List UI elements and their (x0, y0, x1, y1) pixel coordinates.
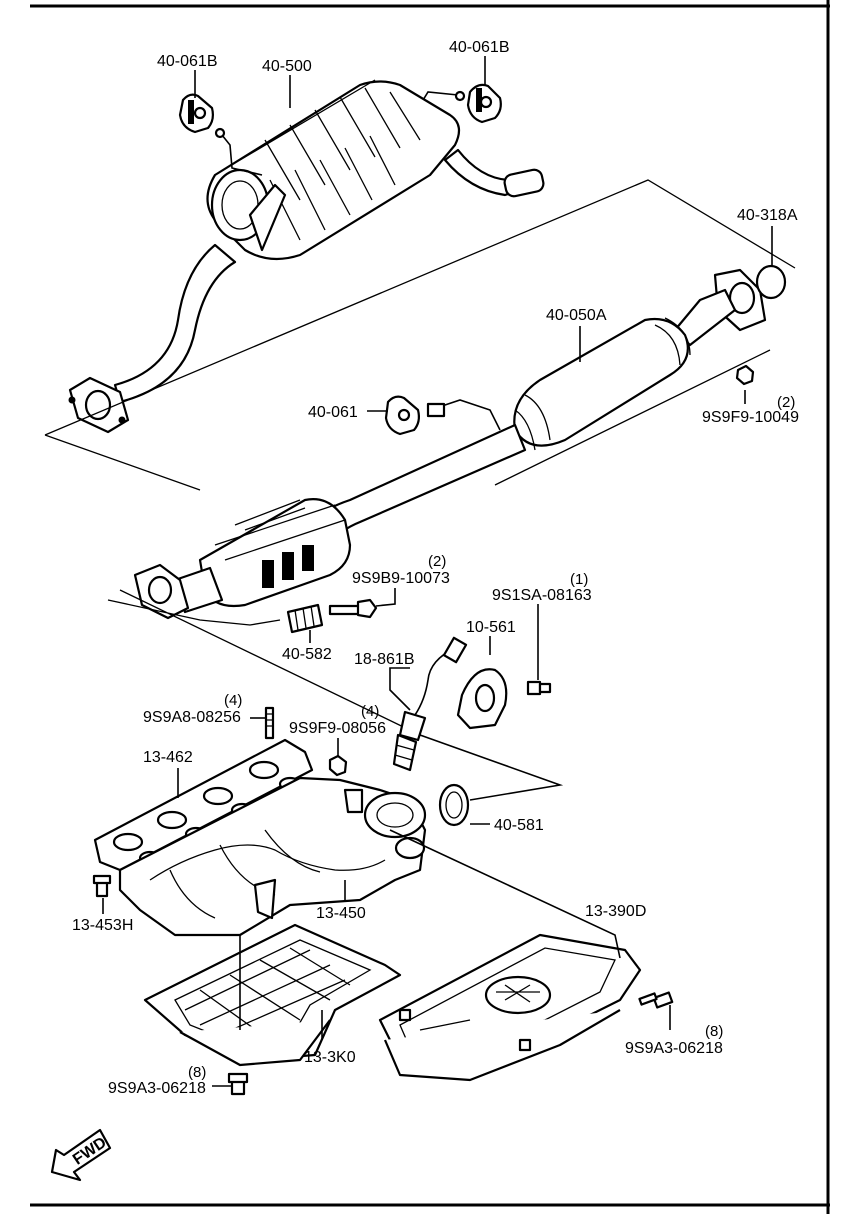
label-10-561: 10-561 (466, 619, 516, 636)
label-9s9f9-08056: 9S9F9-08056 (289, 720, 386, 737)
qty-18-861b: (4) (361, 703, 379, 720)
assembly-outline-lower (44, 349, 771, 491)
bolt-9s9a3-06218-left (227, 1072, 249, 1096)
label-9s9a3-06218-left: 9S9A3-06218 (108, 1080, 206, 1097)
label-40-500: 40-500 (262, 58, 312, 75)
qty-9s9b9-10073: (2) (428, 553, 446, 570)
gasket-40-318a (755, 264, 787, 300)
qty-9s9f9-10049: (2) (777, 394, 795, 411)
bolt-9s1sa-08163 (526, 680, 552, 696)
assembly-outline-upper (44, 179, 796, 436)
hanger-40-061b-right (466, 83, 502, 124)
o2-sensor-18-861b (392, 636, 468, 772)
label-40-582: 40-582 (282, 646, 332, 663)
nut-9s9f9-08056 (328, 754, 348, 777)
spring-40-582 (286, 603, 324, 634)
qty-9s9a3-06218-left: (8) (188, 1064, 206, 1081)
gasket-40-581 (438, 783, 470, 827)
leader-lines (102, 56, 773, 1087)
nut-9s9f9-10049 (735, 364, 755, 386)
exhaust-manifold-13-450 (118, 776, 427, 937)
muffler-assembly (68, 79, 545, 434)
label-9s9b9-10073: 9S9B9-10073 (352, 570, 450, 587)
label-40-061: 40-061 (308, 404, 358, 421)
gasket-10-561 (456, 668, 508, 730)
label-13-3k0: 13-3K0 (304, 1049, 356, 1066)
stud-9s9a8-08256 (264, 706, 275, 740)
bolt-13-453h (92, 874, 112, 898)
label-13-462: 13-462 (143, 749, 193, 766)
fwd-arrow: FWD (50, 1128, 112, 1182)
bolt-9s9a3-06218-right (638, 991, 674, 1009)
label-9s9f9-10049: 9S9F9-10049 (702, 409, 799, 426)
bolt-9s9b9-10073 (328, 598, 378, 619)
label-13-390d: 13-390D (585, 903, 646, 920)
spring-bolt-outline (107, 589, 421, 736)
label-40-061b-left: 40-061B (157, 53, 218, 70)
qty-9s9a3-06218-right: (8) (705, 1023, 723, 1040)
label-40-050a: 40-050A (546, 307, 607, 324)
label-13-453h: 13-453H (72, 917, 133, 934)
label-9s9a8-08256: 9S9A8-08256 (143, 709, 241, 726)
hanger-40-061b-left (178, 93, 214, 134)
center-pipe (133, 268, 767, 620)
label-40-318a: 40-318A (737, 207, 798, 224)
label-9s1sa-08163: 9S1SA-08163 (492, 587, 592, 604)
label-40-581: 40-581 (494, 817, 544, 834)
heat-insulator-13-390d (378, 933, 642, 1082)
qty-9s9a8-08256: (4) (224, 692, 242, 709)
label-13-450: 13-450 (316, 905, 366, 922)
label-9s9a3-06218-right: 9S9A3-06218 (625, 1040, 723, 1057)
label-18-861b: 18-861B (354, 651, 415, 668)
label-40-061b-right: 40-061B (449, 39, 510, 56)
hanger-40-061 (384, 395, 446, 436)
heat-insulator-13-3k0 (143, 923, 402, 1067)
qty-9s1sa-08163: (1) (570, 571, 588, 588)
